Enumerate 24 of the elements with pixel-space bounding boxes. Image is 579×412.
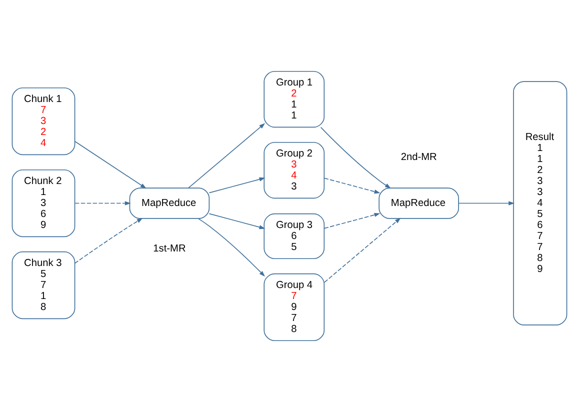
node-box: Group 3 6 5 — [264, 213, 325, 260]
arrow — [320, 126, 391, 188]
arrow — [208, 213, 266, 230]
node-box: Chunk 1 7 3 2 4 — [12, 87, 76, 156]
node-box: Result 1 1 2 3 3 4 5 6 7 7 8 9 — [513, 81, 568, 326]
node-box: MapReduce — [129, 188, 210, 219]
arrow — [324, 178, 380, 194]
arrow — [74, 218, 143, 264]
node-box: Group 1 2 1 1 — [264, 70, 325, 128]
arrow — [458, 201, 515, 206]
arrow — [188, 123, 266, 188]
arrow — [324, 212, 380, 229]
node-box: Chunk 3 5 7 1 8 — [12, 251, 76, 320]
arrow — [198, 218, 266, 277]
node-box: MapReduce — [378, 188, 459, 219]
node-box: Group 4 7 9 7 8 — [264, 273, 325, 342]
node-box: Chunk 2 1 3 6 9 — [12, 169, 76, 238]
arrow — [74, 141, 146, 189]
label: 2nd-MR — [400, 152, 437, 164]
arrow — [74, 201, 131, 206]
arrow — [208, 177, 266, 194]
arrow — [324, 218, 401, 283]
node-box: Group 2 3 4 3 — [264, 142, 325, 199]
label: 1st-MR — [153, 244, 186, 255]
